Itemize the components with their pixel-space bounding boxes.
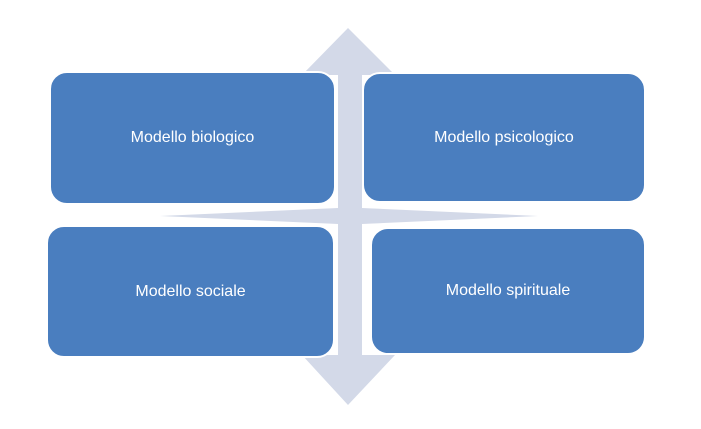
- box-label: Modello biologico: [130, 129, 255, 147]
- box-modello-sociale: Modello sociale: [46, 225, 335, 358]
- box-modello-spirituale: Modello spirituale: [370, 227, 646, 355]
- box-label: Modello sociale: [135, 282, 246, 300]
- box-label: Modello spirituale: [445, 282, 571, 300]
- cross-arrows-shape: [160, 28, 538, 405]
- box-modello-biologico: Modello biologico: [49, 71, 336, 205]
- box-label: Modello psicologico: [434, 128, 574, 146]
- box-modello-psicologico: Modello psicologico: [362, 72, 646, 203]
